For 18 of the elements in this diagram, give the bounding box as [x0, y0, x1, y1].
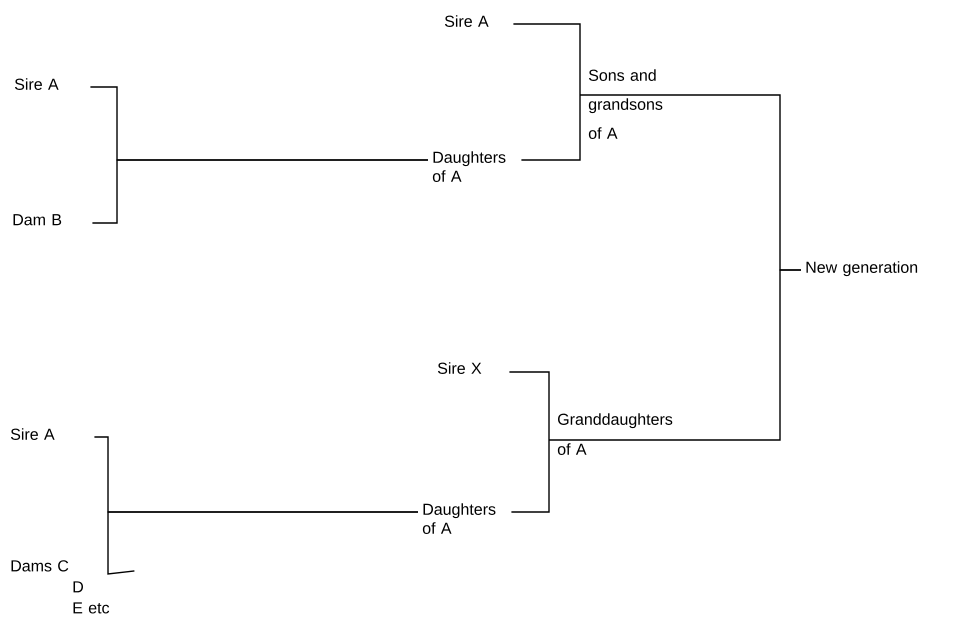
- pedigree-label: Daughters of A: [432, 151, 506, 182]
- pedigree-label: Granddaughters of A: [558, 413, 672, 455]
- pedigree-label: Sire A: [14, 78, 59, 90]
- pedigree-label: Sire X: [438, 362, 482, 374]
- pedigree-label: Daughters of A: [422, 503, 496, 534]
- pedigree-line: [107, 511, 418, 575]
- pedigree-label: Sire A: [444, 15, 489, 27]
- pedigree-line: [92, 159, 428, 224]
- pedigree-label: Dams C D E etc: [12, 560, 110, 614]
- pedigree-line: [509, 371, 550, 440]
- pedigree-label: New generation: [806, 261, 918, 276]
- pedigree-label: Sons and grandsons of A: [588, 69, 662, 139]
- pedigree-line: [511, 440, 550, 513]
- pedigree-line: [521, 95, 581, 161]
- pedigree-line: [513, 23, 581, 95]
- pedigree-label: Dam B: [14, 214, 62, 226]
- pedigree-line: [549, 269, 801, 441]
- pedigree-label: Sire A: [10, 428, 55, 440]
